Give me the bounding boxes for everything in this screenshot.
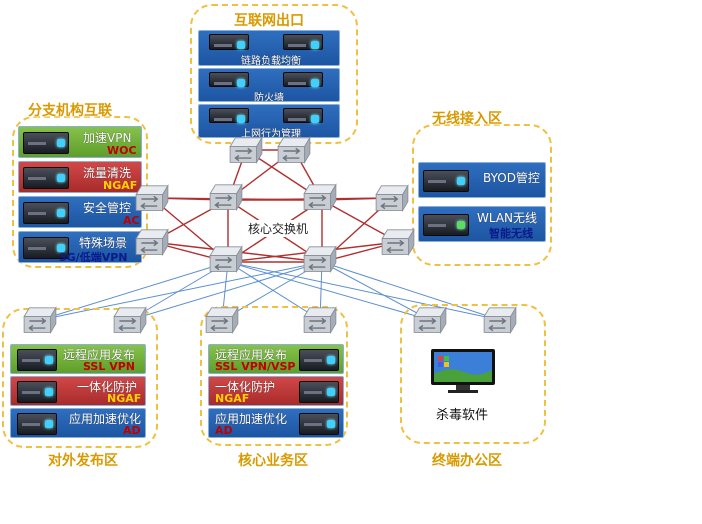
network-switch-icon — [205, 306, 239, 335]
server-appliance-icon — [299, 381, 339, 403]
core-business-item-sub: SSL VPN/VSP — [215, 360, 296, 373]
wireless-card-0: BYOD管控 — [418, 162, 546, 198]
server-appliance-icon — [299, 349, 339, 371]
network-switch-icon — [303, 245, 337, 274]
core-business-card-0: 远程应用发布 SSL VPN/VSP — [208, 344, 344, 374]
branch-item-sub: 3G/低端VPN — [59, 251, 128, 263]
internet-card-fw: 防火墙 — [198, 68, 340, 102]
network-switch-icon — [209, 183, 243, 212]
server-appliance-icon — [23, 167, 69, 189]
branch-card-2: 安全管控 AC — [18, 196, 142, 228]
wireless-item-sub: 智能无线 — [489, 227, 533, 240]
core-business-card-2: 应用加速优化 AD — [208, 408, 344, 438]
branch-card-3: 特殊场景 3G/低端VPN — [18, 231, 142, 263]
network-switch-icon — [413, 306, 447, 335]
internet-item-label: 链路负载均衡 — [241, 56, 301, 66]
branch-item-sub: WOC — [107, 144, 137, 157]
core-business-item-label: 应用加速优化 — [215, 412, 288, 426]
network-switch-icon — [23, 306, 57, 335]
branch-item-label: 流量清洗 — [83, 166, 132, 180]
branch-item-label: 特殊场景 — [79, 236, 128, 250]
network-switch-icon — [483, 306, 517, 335]
branch-item-label: 加速VPN — [83, 131, 132, 145]
branch-card-0: 加速VPN WOC — [18, 126, 142, 158]
branch-item-sub: NGAF — [103, 179, 138, 192]
server-appliance-icon — [283, 34, 323, 50]
external-card-1: 一体化防护 NGAF — [10, 376, 146, 406]
internet-exit-title: 互联网出口 — [234, 13, 304, 29]
server-appliance-icon — [283, 72, 323, 87]
branch-item-sub: AC — [123, 214, 140, 227]
core-business-item-label: 一体化防护 — [215, 380, 276, 394]
server-appliance-icon — [209, 108, 249, 123]
network-switch-icon — [277, 136, 311, 165]
internet-exit-zone — [190, 4, 358, 144]
network-switch-icon — [135, 228, 169, 257]
network-switch-icon — [209, 245, 243, 274]
monitor-icon — [431, 349, 495, 393]
server-appliance-icon — [23, 202, 69, 224]
branch-item-label: 安全管控 — [83, 201, 132, 215]
core-business-zone — [200, 306, 348, 446]
internet-item-label: 上网行为管理 — [241, 129, 301, 138]
network-switch-icon — [375, 184, 409, 213]
network-switch-icon — [113, 306, 147, 335]
server-appliance-icon — [209, 72, 249, 87]
server-appliance-icon — [23, 132, 69, 154]
external-item-sub: SSL VPN — [83, 360, 135, 373]
terminal-title: 终端办公区 — [432, 453, 502, 469]
branch-title: 分支机构互联 — [28, 103, 112, 119]
server-appliance-icon — [17, 381, 57, 403]
server-appliance-icon — [299, 413, 339, 435]
wireless-card-1: WLAN无线 智能无线 — [418, 206, 546, 242]
wireless-item-label: BYOD管控 — [483, 171, 540, 185]
external-item-label: 远程应用发布 — [63, 348, 136, 362]
external-card-0: 远程应用发布 SSL VPN — [10, 344, 146, 374]
server-appliance-icon — [209, 34, 249, 50]
network-switch-icon — [229, 136, 263, 165]
terminal-item-label: 杀毒软件 — [436, 408, 489, 423]
server-appliance-icon — [283, 108, 323, 123]
core-switch-label: 核心交换机 — [246, 220, 311, 237]
server-appliance-icon — [17, 349, 57, 371]
core-business-item-label: 远程应用发布 — [215, 348, 288, 362]
external-card-2: 应用加速优化 AD — [10, 408, 146, 438]
internet-card-lb: 链路负载均衡 — [198, 30, 340, 66]
server-appliance-icon — [23, 237, 69, 259]
internet-card-ac: 上网行为管理 — [198, 104, 340, 138]
internet-item-label: 防火墙 — [254, 93, 284, 102]
network-switch-icon — [303, 183, 337, 212]
wireless-item-label: WLAN无线 — [477, 211, 538, 225]
external-title: 对外发布区 — [48, 453, 118, 469]
server-appliance-icon — [423, 170, 469, 192]
external-item-sub: NGAF — [107, 392, 142, 405]
core-business-title: 核心业务区 — [238, 453, 308, 469]
core-business-card-1: 一体化防护 NGAF — [208, 376, 344, 406]
wireless-title: 无线接入区 — [432, 111, 502, 127]
wireless-zone — [412, 124, 552, 266]
core-business-item-sub: NGAF — [215, 392, 250, 405]
external-item-label: 应用加速优化 — [69, 412, 142, 426]
server-appliance-icon — [423, 214, 469, 236]
network-switch-icon — [381, 228, 415, 257]
network-switch-icon — [303, 306, 337, 335]
core-business-item-sub: AD — [215, 424, 233, 437]
external-item-label: 一体化防护 — [77, 380, 138, 394]
terminal-zone — [400, 304, 546, 444]
external-zone — [2, 308, 158, 448]
branch-card-1: 流量清洗 NGAF — [18, 161, 142, 193]
network-switch-icon — [135, 184, 169, 213]
external-item-sub: AD — [123, 424, 141, 437]
server-appliance-icon — [17, 413, 57, 435]
